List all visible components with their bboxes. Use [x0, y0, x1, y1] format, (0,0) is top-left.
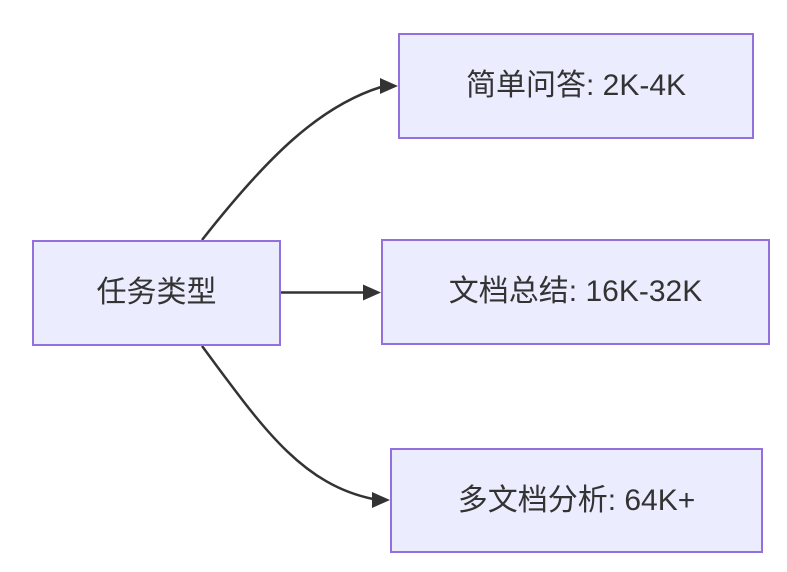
- node-task-type-label: 任务类型: [96, 276, 217, 309]
- arrowhead-multidoc-icon: [372, 492, 390, 508]
- node-simple-qa-label: 简单问答: 2K-4K: [465, 69, 687, 102]
- arrowhead-doc-summary-icon: [363, 284, 381, 301]
- node-multidoc-analysis: 多文档分析: 64K+: [390, 448, 763, 553]
- node-doc-summary: 文档总结: 16K-32K: [381, 239, 770, 345]
- node-doc-summary-label: 文档总结: 16K-32K: [448, 275, 703, 308]
- node-task-type: 任务类型: [32, 240, 281, 346]
- edge-task-type-to-multidoc: [200, 345, 374, 501]
- node-simple-qa: 简单问答: 2K-4K: [398, 33, 754, 139]
- node-multidoc-analysis-label: 多文档分析: 64K+: [457, 483, 696, 517]
- arrowhead-simple-qa-icon: [380, 78, 398, 94]
- edge-task-type-to-simple-qa: [201, 85, 382, 241]
